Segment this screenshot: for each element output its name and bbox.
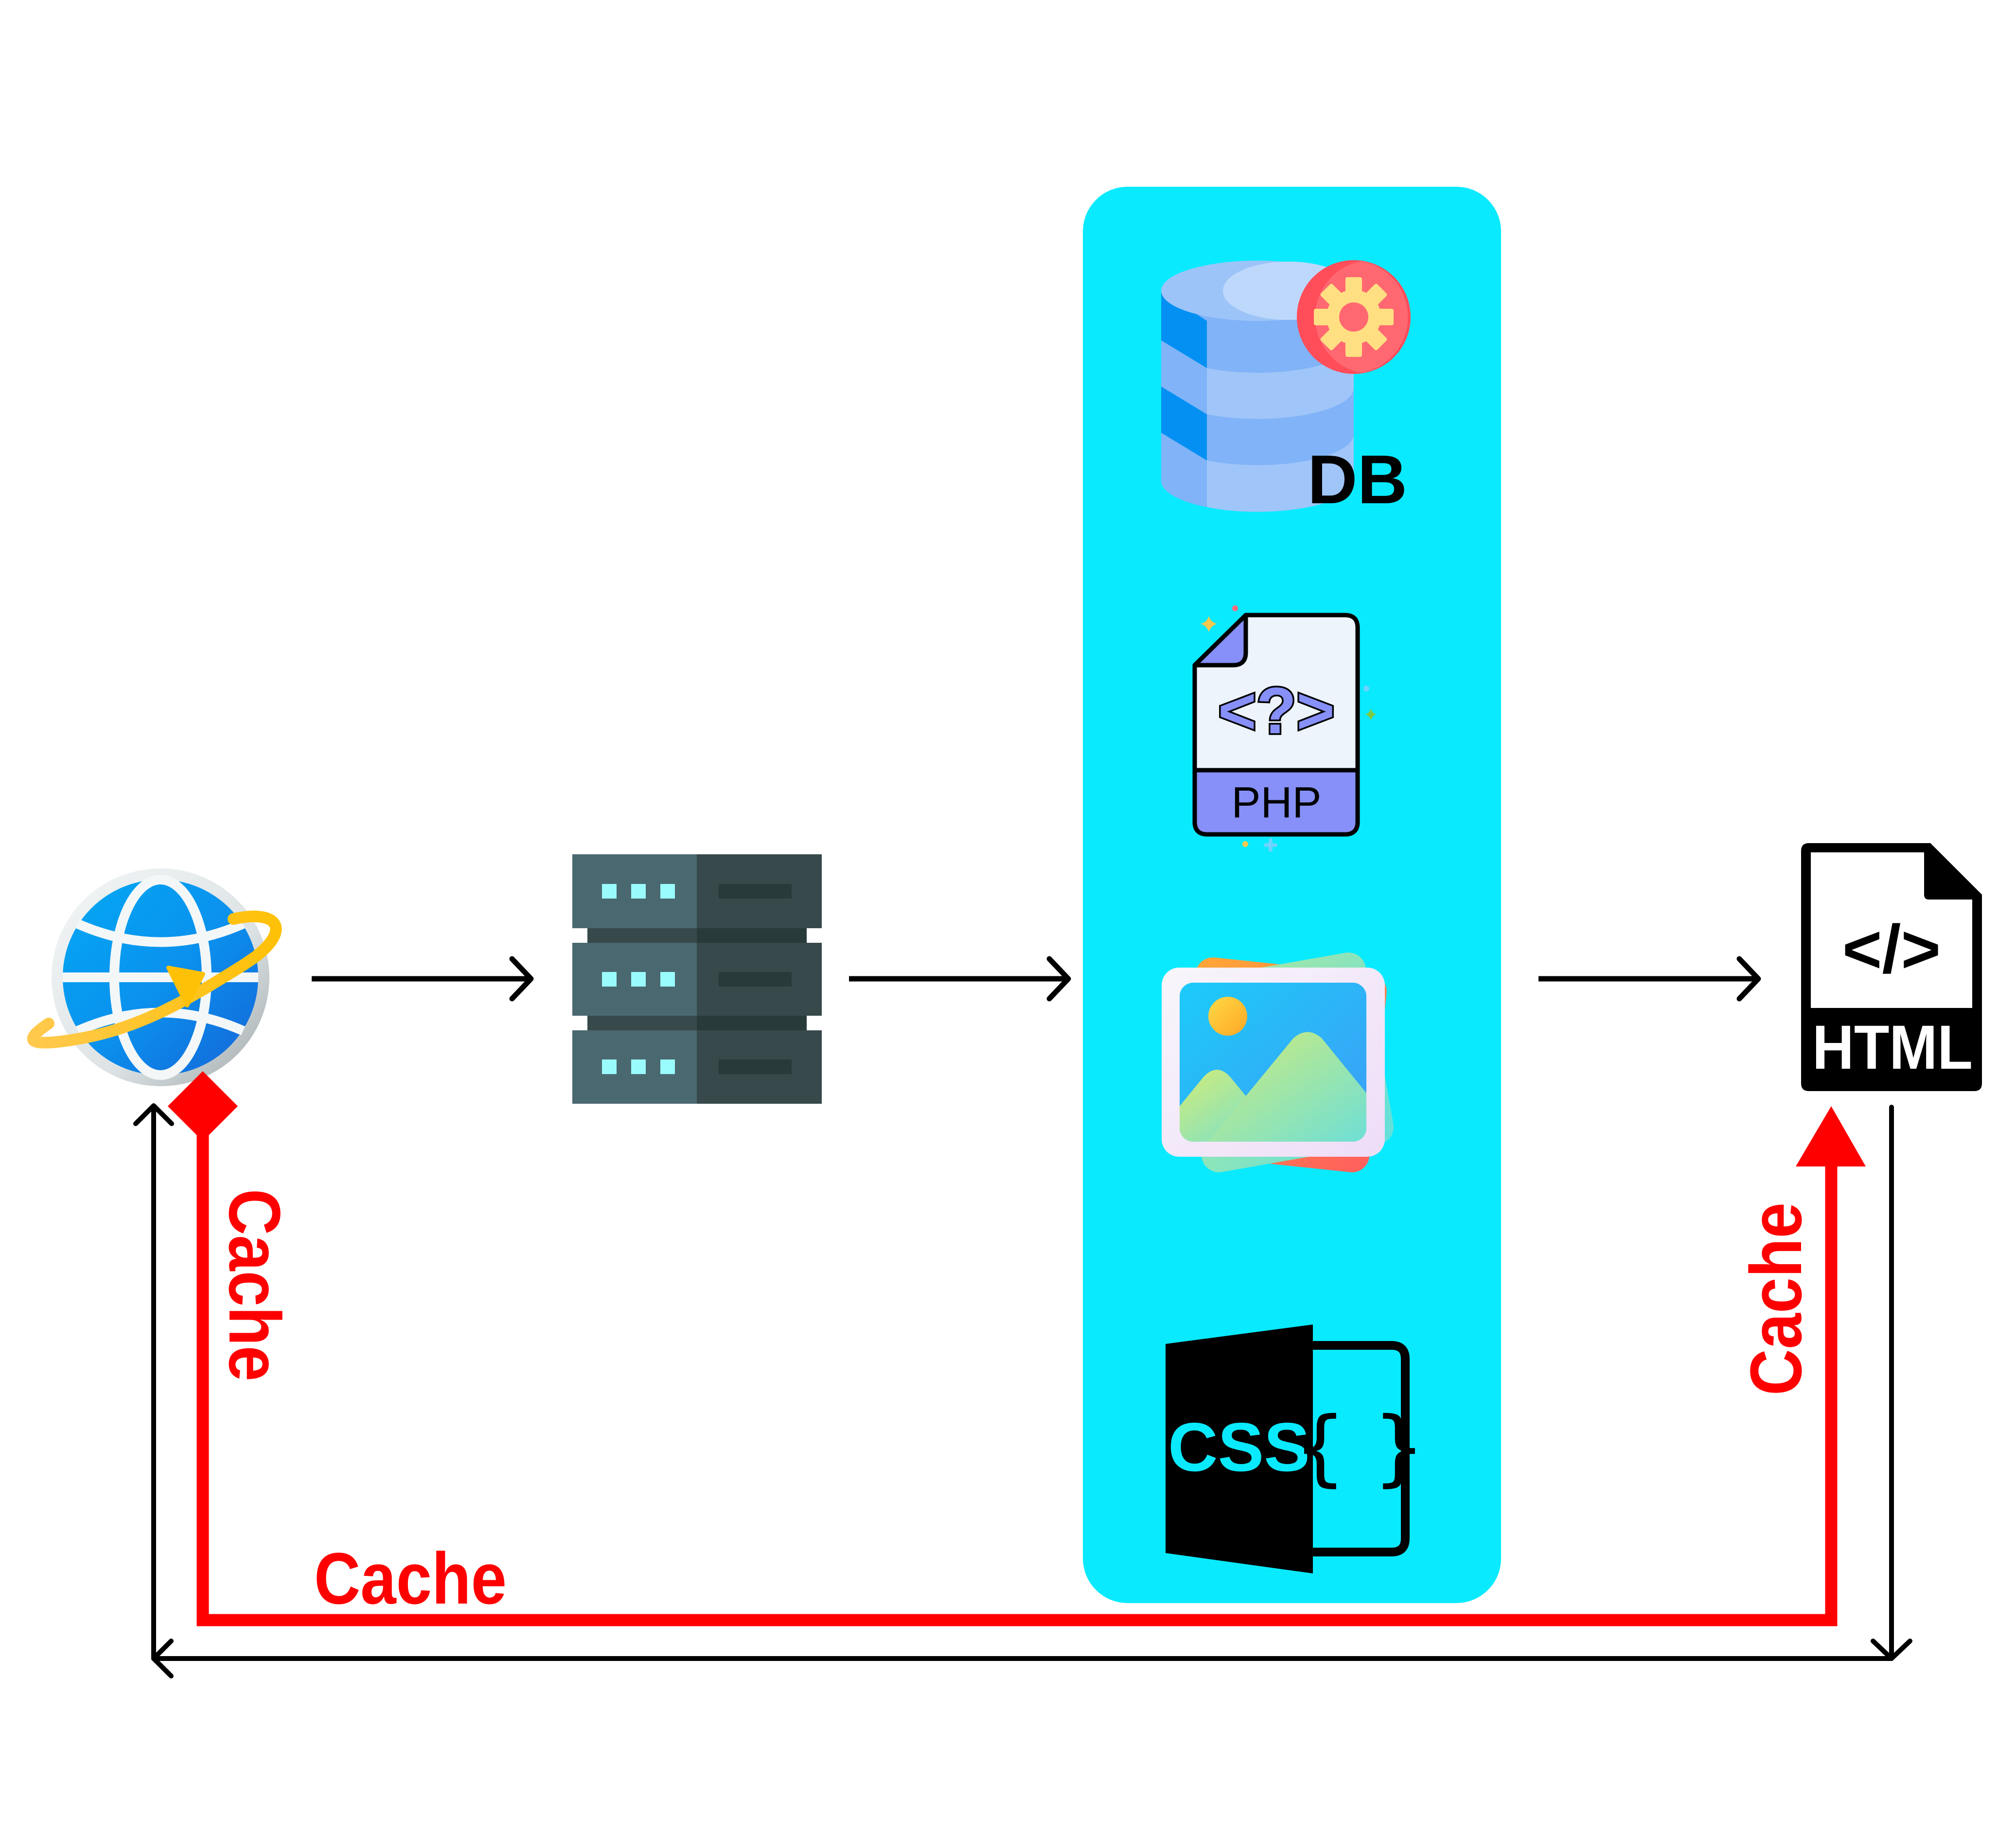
cache-label-bottom: Cache	[314, 1537, 507, 1619]
browser-globe-icon[interactable]	[27, 868, 282, 1086]
cache-path	[168, 1071, 1866, 1626]
server-unit	[572, 943, 822, 1016]
php-file-icon[interactable]: <?> PHP	[1192, 605, 1377, 852]
resources-panel	[1083, 187, 1501, 1603]
php-code-glyph: <?>	[1218, 674, 1335, 747]
css-braces-glyph: { }	[1294, 1399, 1425, 1496]
image-gallery-icon[interactable]	[1162, 950, 1397, 1175]
cache-end-arrowhead	[1796, 1106, 1866, 1166]
arrow-resources-to-html	[1539, 956, 1761, 1002]
db-label: DB	[1308, 441, 1407, 518]
html-code-glyph: </>	[1842, 911, 1941, 987]
cache-label-right: Cache	[1735, 1202, 1817, 1395]
return-path-arrow	[133, 1103, 1912, 1678]
database-gear-icon[interactable]: DB	[1161, 260, 1411, 518]
css-file-icon[interactable]: CSS { }	[1166, 1324, 1425, 1573]
html-label: HTML	[1812, 1013, 1973, 1082]
sparkle-dot	[1242, 841, 1248, 847]
sparkle-star	[1365, 708, 1377, 721]
cache-start-diamond	[168, 1071, 238, 1141]
css-label: CSS	[1168, 1409, 1310, 1486]
html-file-icon[interactable]: </> HTML	[1801, 843, 1982, 1091]
sparkle-dot	[1363, 686, 1369, 691]
arrow-browser-to-server	[312, 956, 534, 1002]
cache-label-left: Cache	[214, 1189, 296, 1381]
server-rack-icon[interactable]	[572, 854, 822, 1104]
php-label: PHP	[1231, 778, 1321, 827]
arrow-server-to-resources	[849, 956, 1071, 1002]
sparkle-plus	[1264, 838, 1277, 852]
sparkle-star	[1201, 616, 1217, 632]
server-unit	[572, 1030, 822, 1104]
server-unit	[572, 854, 822, 928]
sparkle-dot	[1232, 605, 1238, 611]
